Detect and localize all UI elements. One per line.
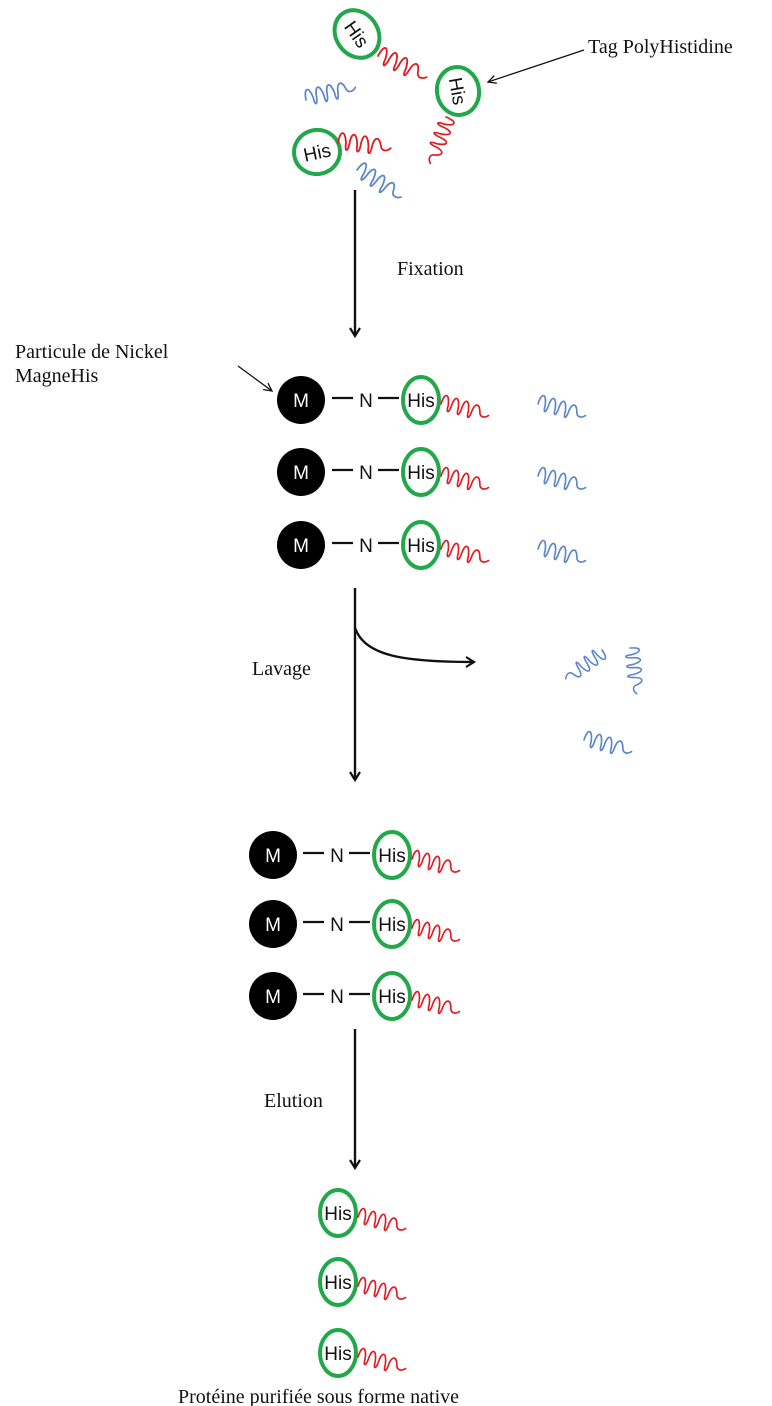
his-label: His [444, 76, 469, 107]
particle-pointer-arrow [237, 365, 274, 392]
his-tag [318, 1328, 358, 1378]
his-label: His [407, 463, 434, 484]
his-label: His [324, 1204, 351, 1225]
his-tag [401, 447, 441, 497]
bound-complex: M N His [249, 899, 461, 949]
nickel-bead [249, 900, 297, 948]
fixation-label: Fixation [397, 258, 464, 280]
contaminant-protein [563, 641, 610, 692]
his-label: His [302, 140, 333, 166]
wash-out-arrow [353, 627, 477, 668]
target-protein [440, 466, 490, 491]
his-tag [318, 1257, 358, 1307]
target-protein [440, 394, 490, 419]
bead-label: M [265, 915, 281, 936]
his-label: His [324, 1273, 351, 1294]
protein-mixture: His His His [292, 8, 482, 200]
contaminant-protein [351, 160, 409, 200]
linker-label: N [330, 987, 344, 1008]
contaminant-protein [537, 539, 587, 564]
washed-contaminants [563, 641, 656, 755]
bead-label: M [265, 987, 281, 1008]
contaminant-protein [300, 68, 358, 114]
his-tag [401, 375, 441, 425]
result-caption: Protéine purifiée sous forme native [178, 1386, 459, 1406]
purified-protein: His [318, 1188, 407, 1238]
his-label: His [378, 846, 405, 867]
target-protein [411, 990, 461, 1015]
tag-pointer-arrow [486, 49, 585, 84]
contaminant-protein [537, 394, 587, 419]
nickel-bead [249, 831, 297, 879]
target-protein [427, 115, 456, 166]
contaminant-protein [583, 730, 633, 755]
linker-label: N [359, 536, 373, 557]
his-tag: His [332, 8, 382, 60]
purified-protein: His [318, 1328, 407, 1378]
purified-proteins: His His His [318, 1188, 407, 1378]
target-protein [374, 46, 432, 81]
target-protein [411, 918, 461, 943]
contaminant-protein [537, 466, 587, 491]
his-tag [318, 1188, 358, 1238]
nickel-bead [277, 376, 325, 424]
his-label: His [378, 987, 405, 1008]
his-tag [372, 830, 412, 880]
linker-label: N [359, 463, 373, 484]
target-protein [357, 1347, 407, 1372]
bead-label: M [293, 391, 309, 412]
bead-label: M [293, 463, 309, 484]
bound-complex: M N His [277, 447, 587, 497]
bound-complexes-fixation: M N His M N His M N His [277, 375, 587, 570]
bound-complex: M N His [277, 375, 587, 425]
linker-label: N [330, 915, 344, 936]
bound-complex: M N His [277, 520, 587, 570]
lavage-label: Lavage [252, 658, 311, 680]
his-tag [401, 520, 441, 570]
linker-label: N [359, 391, 373, 412]
particle-label-line2: MagneHis [15, 365, 99, 387]
tag-polyhistidine-label: Tag PolyHistidine [588, 36, 733, 58]
his-label: His [407, 391, 434, 412]
his-label: His [378, 915, 405, 936]
bound-complex: M N His [249, 971, 461, 1021]
target-protein [357, 1207, 407, 1232]
target-protein [440, 539, 490, 564]
his-label: His [324, 1344, 351, 1365]
target-protein [335, 125, 392, 159]
purified-protein: His [318, 1257, 407, 1307]
target-protein [411, 849, 461, 874]
his-label: His [407, 536, 434, 557]
elution-label: Elution [264, 1090, 323, 1112]
his-label: His [339, 18, 372, 53]
target-protein [357, 1276, 407, 1301]
his-tag [372, 899, 412, 949]
his-tag: His [292, 127, 342, 177]
his-tag: His [434, 65, 482, 117]
nickel-bead [277, 521, 325, 569]
contaminant-protein [617, 644, 656, 696]
linker-label: N [330, 846, 344, 867]
particle-label-line1: Particule de Nickel [15, 341, 169, 363]
bead-label: M [293, 536, 309, 557]
bound-complex: M N His [249, 830, 461, 880]
bead-label: M [265, 846, 281, 867]
bound-complexes-washed: M N His M N His M N His [249, 830, 461, 1021]
nickel-bead [249, 972, 297, 1020]
nickel-bead [277, 448, 325, 496]
his-tag [372, 971, 412, 1021]
